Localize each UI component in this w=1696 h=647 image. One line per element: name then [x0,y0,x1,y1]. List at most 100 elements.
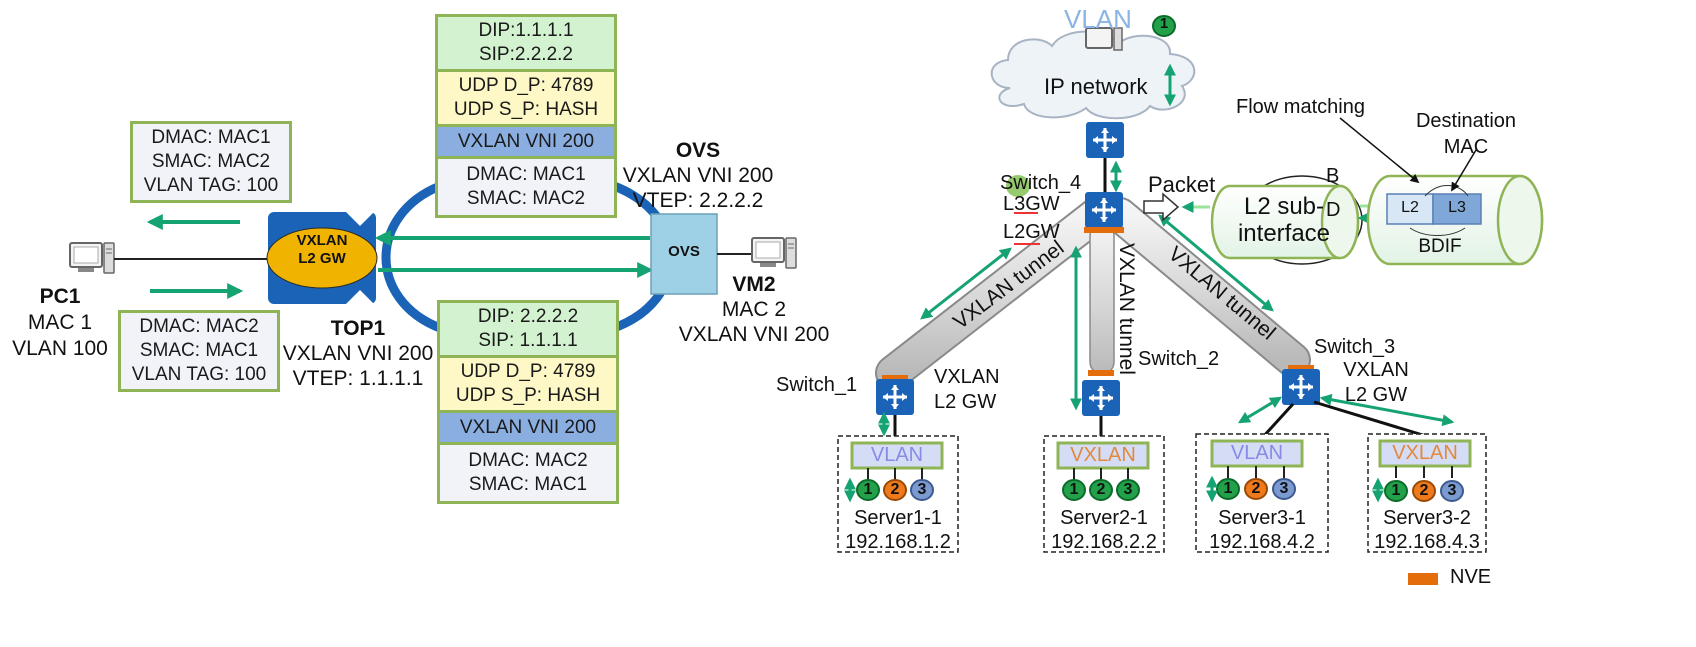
switch3-name: Switch_3 [1314,336,1396,358]
server1-dot-2: 2 [890,481,900,498]
server1-bar-label: VLAN [870,444,924,466]
packet-top-smac: SMAC: MAC2 [466,188,586,209]
l2-subinterface-line1: L2 sub- [1243,193,1325,220]
server1-name: Server1-1 [854,507,942,529]
pc1-name: PC1 [39,285,81,308]
switch4-name: Switch_4 [1000,172,1082,194]
packet-top-dip: DIP:1.1.1.1 [478,20,574,41]
frame-box-from-pc1: DMAC: MAC2 SMAC: MAC1 VLAN TAG: 100 [118,310,280,392]
frame-to-pc1-tag: VLAN TAG: 100 [143,175,279,196]
server4-ip: 192.168.4.3 [1374,531,1480,553]
server2-dot-1: 1 [1069,481,1079,498]
frame-from-pc1-dmac: DMAC: MAC2 [139,316,259,337]
ovs-label-group: OVS VXLAN VNI 200 VTEP: 2.2.2.2 [612,138,784,213]
switch2-router-icon [1080,370,1122,418]
top1-gw-label: VXLAN L2 GW [268,232,376,268]
packet-bottom-vni: VXLAN VNI 200 [440,413,616,445]
server4-bar-label: VXLAN [1392,442,1458,464]
switch1-gw-label: VXLAN L2 GW [934,365,1006,415]
packet-top-vni: VXLAN VNI 200 [438,127,614,159]
tunnel-tube-right [1102,197,1311,378]
destination-mac-line2: MAC [1443,136,1489,158]
server1-dot-3: 3 [917,481,927,498]
nve-legend-label: NVE [1450,566,1492,588]
ovs-box [650,213,718,295]
l3-cell-label: L3 [1448,199,1466,216]
l2-subinterface-cylinder [1210,184,1360,260]
server4-label-group: Server3-2 192.168.4.3 [1368,506,1486,554]
server1-ip: 192.168.1.2 [845,531,951,553]
switch4-marker-icon [1006,175,1030,197]
top1-vni: VXLAN VNI 200 [282,342,434,365]
l2-cell-label: L2 [1401,199,1419,216]
pc1-label-group: PC1 MAC 1 VLAN 100 [6,284,114,362]
switch3-router-icon [1280,365,1322,407]
packet-bottom-udp-dp: UDP D_P: 4789 [460,361,596,382]
server2-bar-label: VXLAN [1070,444,1136,466]
packet-arrow-icon [1143,192,1180,222]
server4-dot-1: 1 [1391,482,1401,499]
b-label: B [1326,165,1340,187]
top1-label-group: TOP1 VXLAN VNI 200 VTEP: 1.1.1.1 [278,316,438,391]
packet-top-udp-sp: UDP S_P: HASH [453,99,599,120]
top1-gw-line1: VXLAN [296,232,348,249]
ovs-name: OVS [675,139,721,162]
tunnel-mid-label: VXLAN tunnel [1115,243,1138,375]
switch3-gw-line2: L2 GW [1344,384,1408,406]
switch1-gw-line2: L2 GW [934,391,997,413]
l2-subinterface-label: L2 sub- interface [1218,193,1350,247]
packet-bottom-smac: SMAC: MAC1 [468,474,588,495]
switch1-gw-line1: VXLAN [934,366,1000,388]
packet-header-bottom: DIP: 2.2.2.2 SIP: 1.1.1.1 UDP D_P: 4789 … [437,300,619,504]
packet-bottom-sip: SIP: 1.1.1.1 [478,330,578,351]
d-label: D [1326,199,1341,221]
packet-header-top: DIP:1.1.1.1 SIP:2.2.2.2 UDP D_P: 4789 UD… [435,14,617,218]
server1-label-group: Server1-1 192.168.1.2 [838,506,958,554]
ovs-box-label: OVS [668,243,700,260]
server2-name: Server2-1 [1060,507,1148,529]
server-group-1 [837,435,959,553]
server1-dot-1: 1 [863,481,873,498]
tunnel-tube-left [875,197,1114,391]
vm2-name: VM2 [732,273,776,296]
server3-name: Server3-1 [1218,507,1306,529]
switch3-flow-right [1319,393,1455,427]
core-router-icon [1084,120,1126,160]
switch3-gw-label: VXLAN L2 GW [1340,358,1412,408]
ip-network-label: IP network [1044,74,1148,99]
server3-ip: 192.168.4.2 [1209,531,1315,553]
pc1-computer-icon [69,242,115,274]
packet-bottom-udp-sp: UDP S_P: HASH [455,385,601,406]
packet-top-udp-dp: UDP D_P: 4789 [458,75,594,96]
server3-bar-label: VLAN [1230,442,1284,464]
top-vlan-badge [1152,15,1176,37]
packet-label: Packet [1148,172,1216,197]
packet-bottom-dip: DIP: 2.2.2.2 [477,306,579,327]
server4-dot-2: 2 [1419,482,1429,499]
ovs-vni: VXLAN VNI 200 [622,164,774,187]
pc1-vlan: VLAN 100 [12,337,108,360]
packet-bottom-dmac: DMAC: MAC2 [468,450,588,471]
server4-name: Server3-2 [1383,507,1471,529]
top1-vtep: VTEP: 1.1.1.1 [292,367,424,390]
flow-matching-pointer [1339,117,1420,184]
right-diagram: VXLAN tunnel VXLAN tunnel VXLAN tunnel [837,15,1544,585]
switch4-l3gw: L3GW [1003,193,1060,215]
ovs-vtep: VTEP: 2.2.2.2 [632,189,764,212]
left-diagram [69,181,797,333]
bdif-label: BDIF [1418,236,1462,257]
top1-gateway [266,212,378,304]
top-vlan-computer-icon [1085,27,1123,51]
server-group-3 [1195,433,1329,553]
switch4-l2gw: L2GW [1003,221,1060,243]
switch1-name: Switch_1 [776,374,858,396]
vm2-label-group: VM2 MAC 2 VXLAN VNI 200 [668,272,840,347]
ip-network-cloud [990,30,1196,120]
switch3-link-server31 [1260,402,1295,440]
server2-dot-3: 3 [1123,481,1133,498]
flow-matching-label: Flow matching [1236,96,1365,118]
bdif-cylinder [1366,174,1544,266]
server3-dot-3: 3 [1279,480,1289,497]
server-group-4 [1367,433,1487,553]
